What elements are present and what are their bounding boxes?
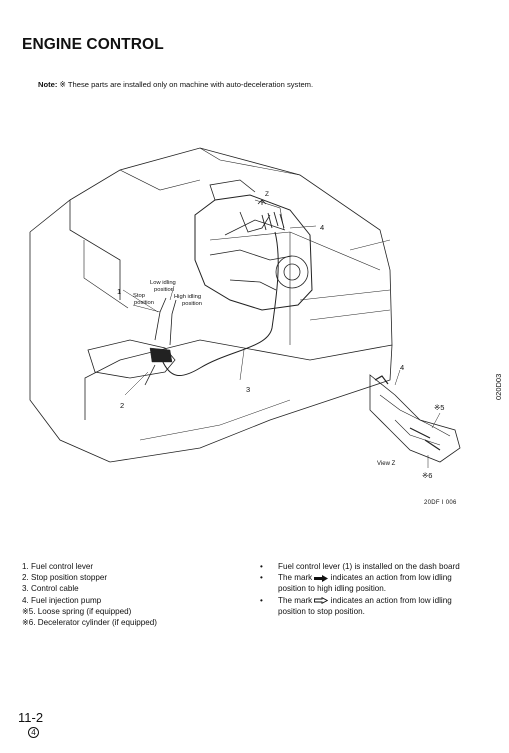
list-item: • The mark indicates an action from low … bbox=[258, 595, 478, 617]
list-item: 4. Fuel injection pump bbox=[22, 595, 102, 605]
side-code-text: 020D03 bbox=[494, 373, 503, 400]
label-stop: Stop bbox=[133, 293, 145, 299]
label-low-idling: Low idling bbox=[150, 280, 176, 286]
callout-6: ※6 bbox=[422, 471, 432, 480]
callout-3: 3 bbox=[246, 385, 250, 394]
solid-arrow-icon bbox=[314, 574, 329, 582]
bullet: • bbox=[260, 562, 263, 571]
page-number: 11-2 bbox=[18, 710, 44, 725]
bullet: • bbox=[260, 573, 263, 583]
note-text: ※ These parts are installed only on mach… bbox=[59, 80, 314, 89]
page-title: ENGINE CONTROL bbox=[22, 36, 164, 53]
callout-4-view: 4 bbox=[400, 363, 404, 372]
list-item: • The mark indicates an action from low … bbox=[258, 572, 478, 594]
figure-code: 20DF I 006 bbox=[424, 500, 457, 506]
list-item: • Fuel control lever (1) is installed on… bbox=[258, 561, 478, 572]
note-1-text: Fuel control lever (1) is installed on t… bbox=[278, 562, 460, 571]
engine-control-diagram: Low idling position Stop position High i… bbox=[29, 147, 461, 480]
note-2-text-a: The mark bbox=[278, 573, 313, 583]
notes-list: • Fuel control lever (1) is installed on… bbox=[258, 561, 478, 617]
list-item: ※5. Loose spring (if equipped) bbox=[22, 606, 132, 616]
list-item: ※6. Decelerator cylinder (if equipped) bbox=[22, 618, 157, 628]
outline-arrow-icon bbox=[314, 596, 329, 604]
note-3-text-b: indicates an action from low idling posi… bbox=[278, 595, 452, 616]
callout-1: 1 bbox=[117, 287, 121, 296]
note-label: Note: bbox=[38, 80, 58, 89]
label-low-idling-position: position bbox=[154, 287, 174, 293]
label-high-idling-position: position bbox=[182, 301, 202, 307]
bullet: • bbox=[260, 595, 263, 605]
list-item: 1. Fuel control lever bbox=[22, 562, 94, 571]
list-item: 2. Stop position stopper bbox=[22, 573, 108, 583]
note-3-text-a: The mark bbox=[278, 595, 313, 605]
note-2-text-b: indicates an action from low idling posi… bbox=[278, 573, 452, 594]
revision-mark: 4 bbox=[28, 727, 39, 738]
list-item: 3. Control cable bbox=[22, 584, 79, 594]
callout-5: ※5 bbox=[434, 403, 444, 412]
label-z: Z bbox=[265, 191, 269, 198]
side-code: 020D03 bbox=[490, 356, 509, 406]
callout-2: 2 bbox=[120, 401, 124, 410]
note: Note: ※ These parts are installed only o… bbox=[38, 80, 313, 89]
label-stop-position: position bbox=[134, 300, 154, 306]
label-view-z: View Z bbox=[377, 461, 396, 467]
callout-4: 4 bbox=[320, 223, 324, 232]
label-high-idling: High idling bbox=[174, 294, 201, 300]
parts-list: 1. Fuel control lever 2. Stop position s… bbox=[22, 561, 157, 628]
